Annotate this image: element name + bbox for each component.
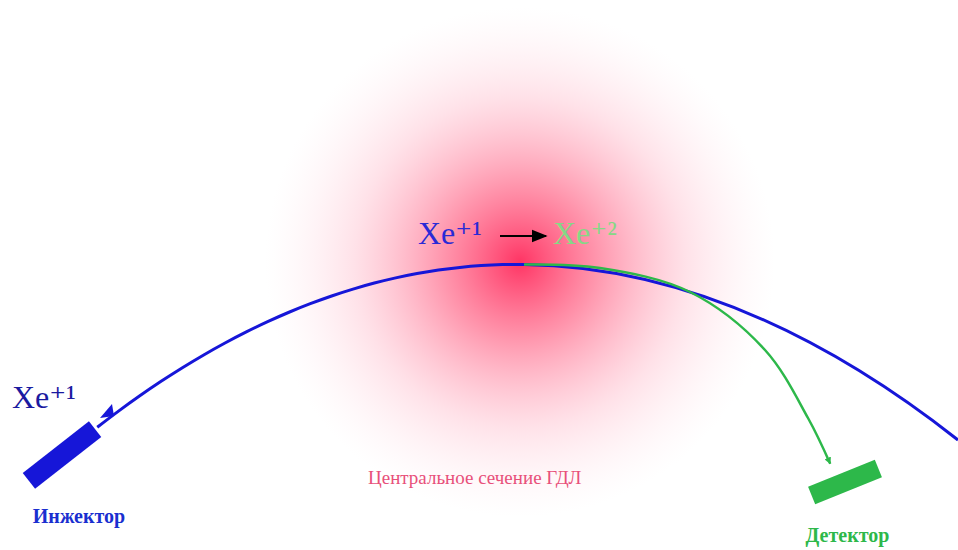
ion-label: Xe⁺¹ — [418, 216, 482, 251]
detector: Детектор — [780, 445, 915, 549]
ion-label: Xe⁺¹ — [12, 380, 76, 415]
ion-path-primary — [97, 264, 524, 427]
device-body — [23, 421, 102, 488]
injector: Инжектор — [8, 408, 150, 528]
plasma-cloud — [265, 7, 775, 517]
device-label: Инжектор — [8, 504, 150, 528]
device-body — [808, 460, 882, 505]
ion-path-secondary — [524, 264, 830, 463]
device-shape — [780, 445, 915, 519]
reaction-arrow — [500, 235, 546, 237]
device-shape — [8, 408, 150, 500]
device-label: Детектор — [780, 523, 915, 547]
region-caption: Центральное сечение ГДЛ — [368, 468, 581, 489]
ion-label: Xe⁺² — [553, 216, 617, 251]
ion-trajectory — [97, 264, 830, 463]
ion-trajectory — [524, 265, 958, 441]
